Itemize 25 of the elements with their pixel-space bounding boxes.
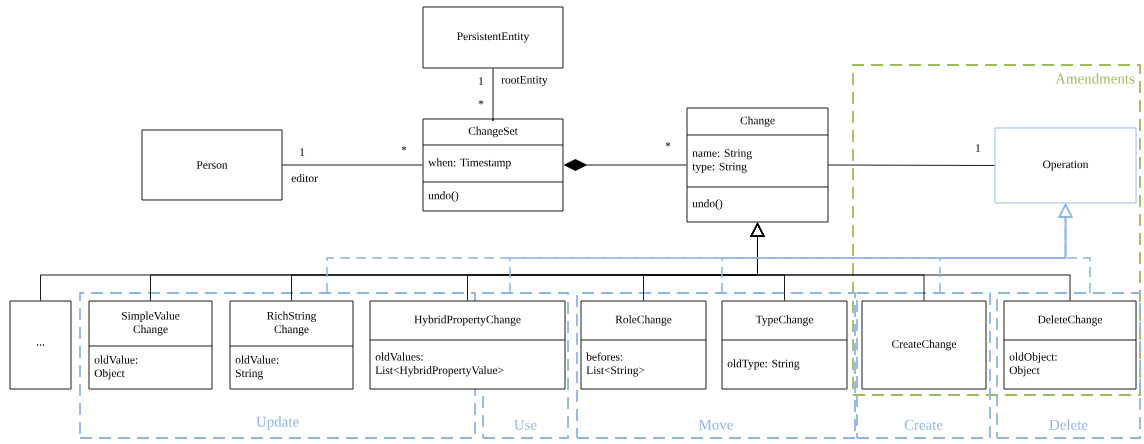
class-box: SimpleValue Change oldValue: Object [88,300,213,390]
association-line [492,68,494,122]
association-line [282,164,423,166]
association-line [828,164,996,166]
role-label: editor [290,172,319,183]
class-box: TypeChange oldType: String [721,300,848,390]
class-box: Change name: String type: String undo() [686,107,829,223]
multiplicity-label: * [401,146,407,151]
composition-line [564,159,687,171]
class-box: PersistentEntity [422,6,564,69]
class-box: HybridPropertyChange oldValues: List<HybridPropertyValue> [369,300,566,390]
multiplicity-label: * [478,100,484,105]
class-box: DeleteChange oldObject: Object [1003,300,1137,390]
class-box: ChangeSet when: Timestamp undo() [422,118,564,212]
role-label: rootEntity [500,74,549,87]
multiplicity-label: * [665,142,671,147]
class-box: RichString Change oldValue: String [229,300,354,390]
class-box: Person [141,129,283,201]
multiplicity-label: 1 [479,77,484,85]
class-box: CreateChange [861,300,987,390]
class-box: Operation [994,127,1137,204]
class-box: RoleChange befores: List<String> [580,300,707,390]
class-box: ... [9,300,72,390]
multiplicity-label: 1 [976,144,981,152]
multiplicity-label: 1 [300,148,305,156]
